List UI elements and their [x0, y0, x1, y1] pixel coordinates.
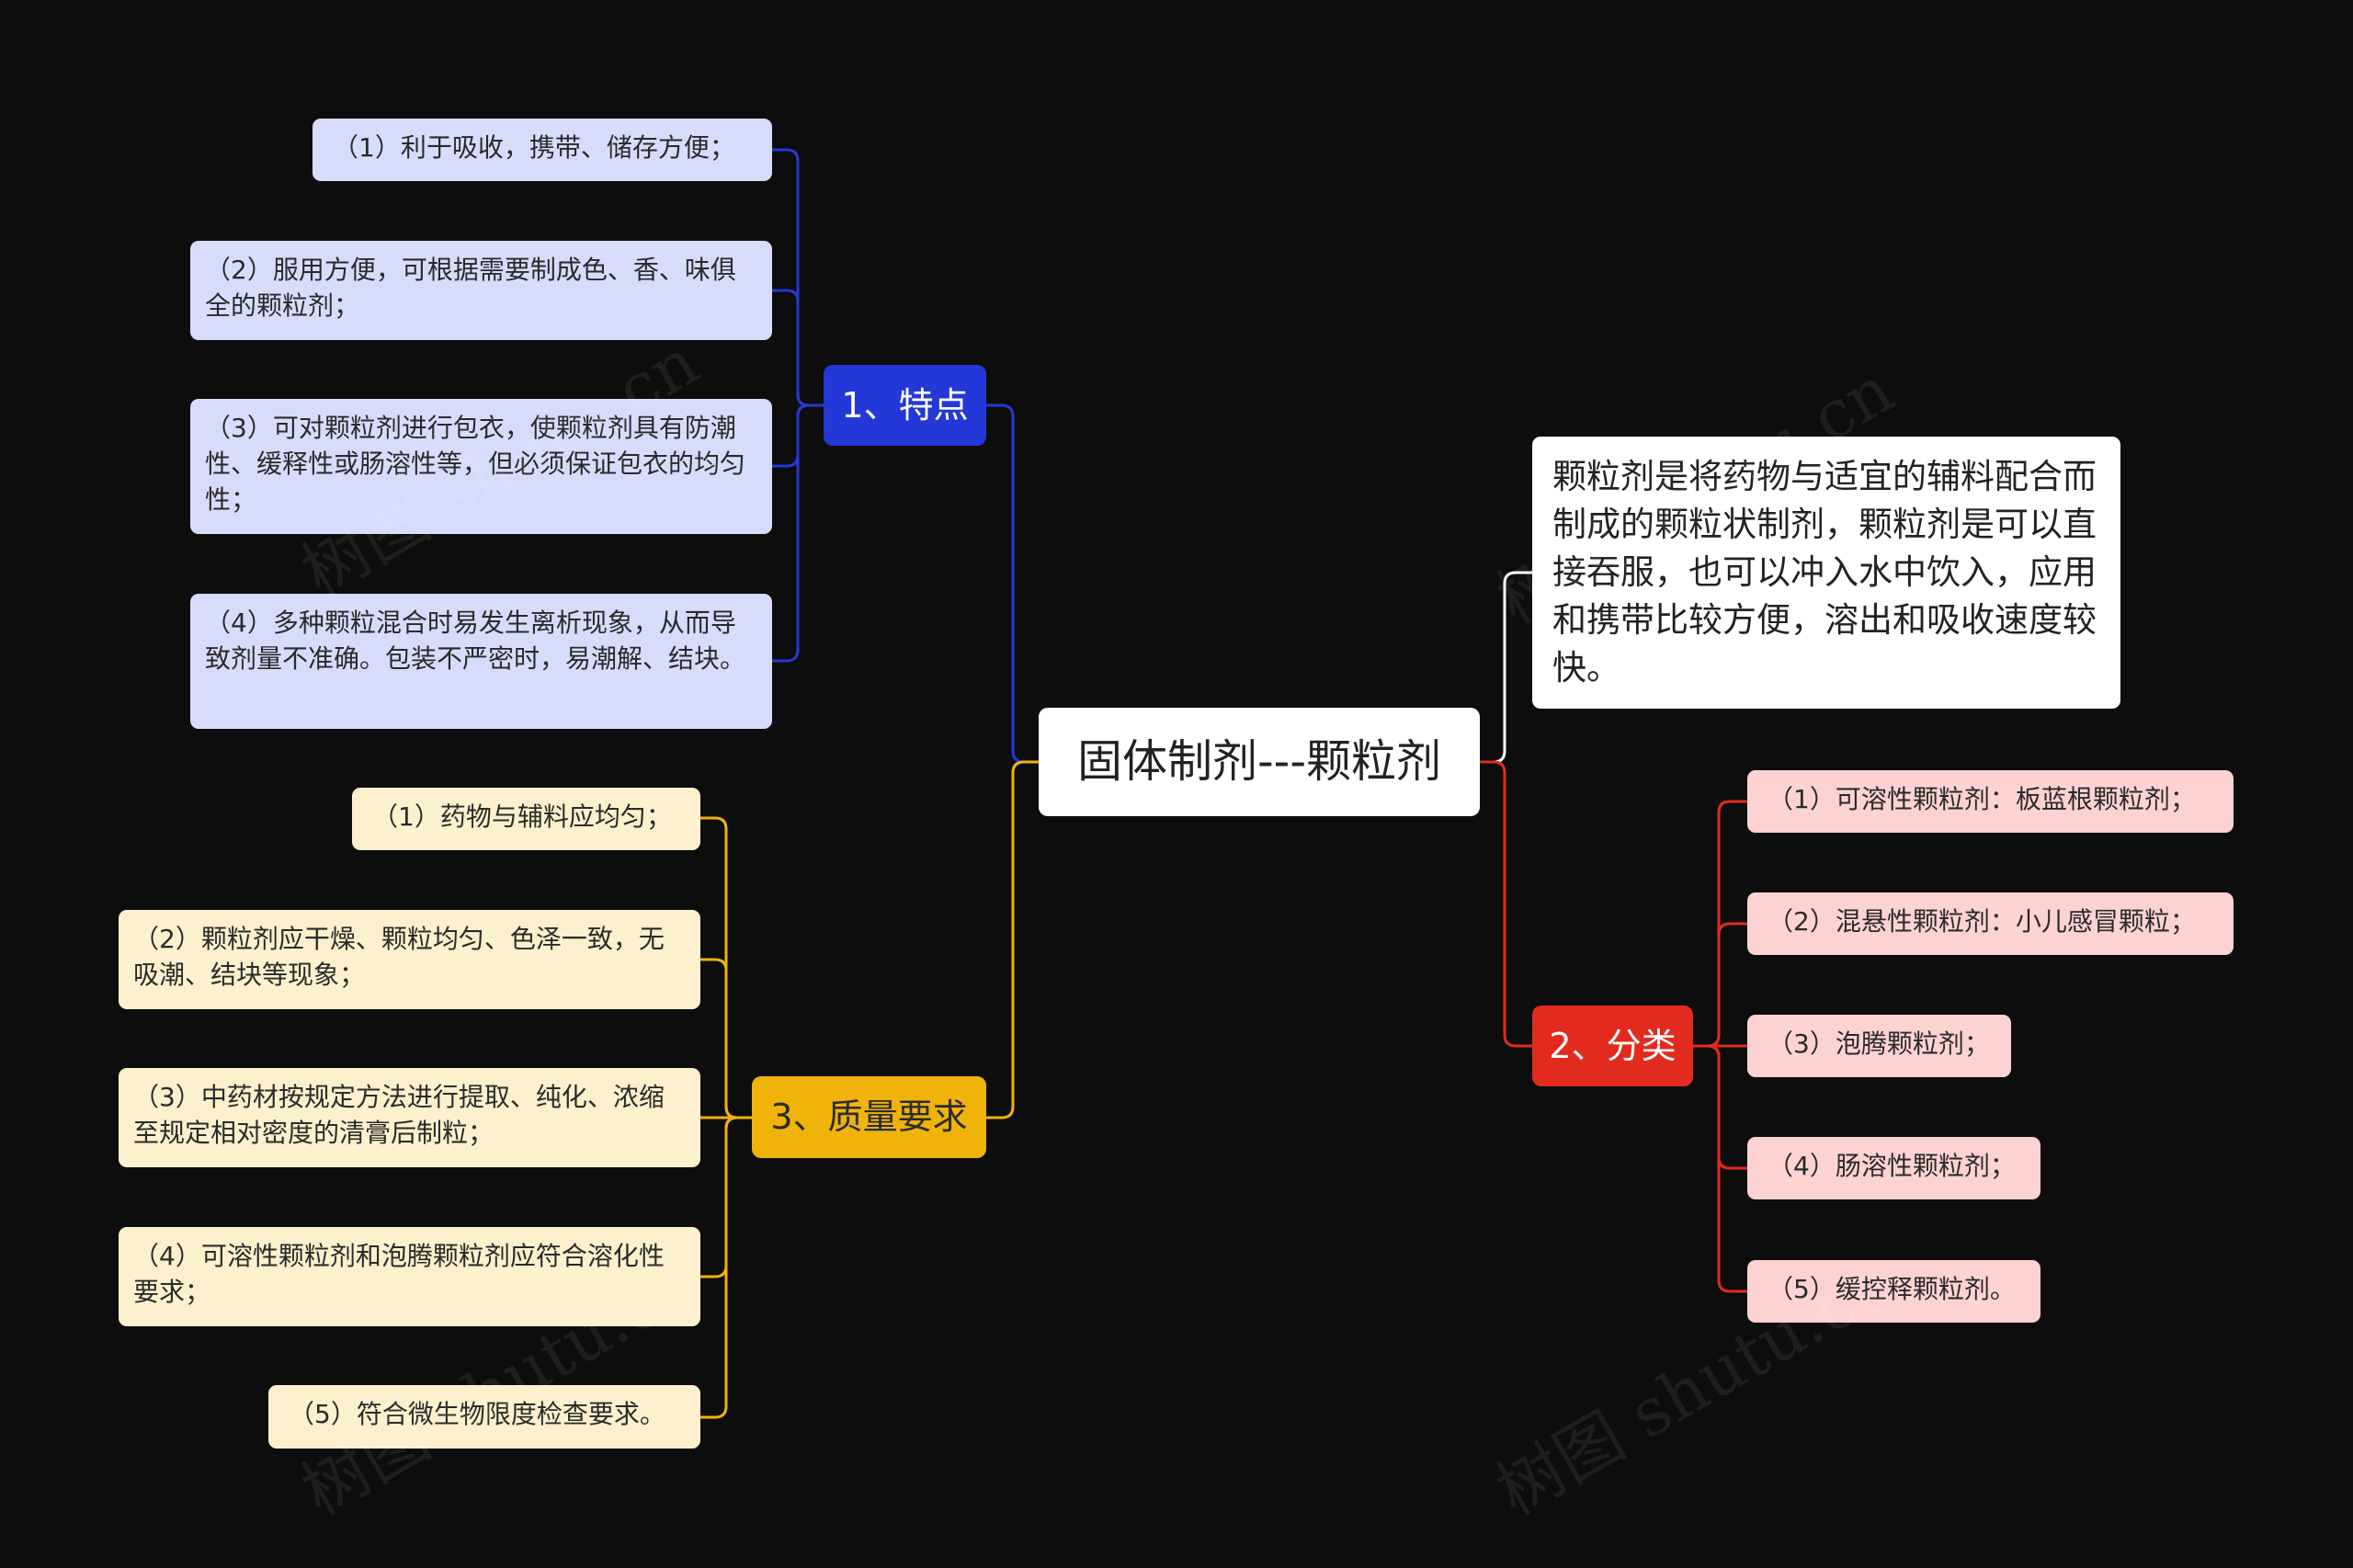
root-node[interactable]: 固体制剂---颗粒剂 — [1039, 708, 1480, 816]
quality-item-2[interactable]: （2）颗粒剂应干燥、颗粒均匀、色泽一致，无吸潮、结块等现象； — [119, 910, 700, 1009]
classification-item-5[interactable]: （5）缓控释颗粒剂。 — [1747, 1260, 2040, 1323]
features-item-3[interactable]: （3）可对颗粒剂进行包衣，使颗粒剂具有防潮性、缓释性或肠溶性等，但必须保证包衣的… — [190, 399, 772, 534]
description-node[interactable]: 颗粒剂是将药物与适宜的辅料配合而制成的颗粒状制剂，颗粒剂是可以直接吞服，也可以冲… — [1532, 437, 2120, 709]
link-root-classification — [1480, 760, 1532, 1048]
branch-features[interactable]: 1、特点 — [824, 365, 986, 446]
classification-item-4[interactable]: （4）肠溶性颗粒剂； — [1747, 1137, 2040, 1199]
link-quality-5 — [700, 1116, 752, 1419]
link-root-features — [986, 403, 1039, 764]
branch-quality[interactable]: 3、质量要求 — [752, 1076, 986, 1158]
branch-classification[interactable]: 2、分类 — [1532, 1006, 1693, 1086]
link-root-description — [1480, 571, 1532, 764]
link-class-5 — [1693, 1044, 1747, 1293]
quality-item-1[interactable]: （1）药物与辅料应均匀； — [352, 788, 700, 850]
quality-item-3[interactable]: （3）中药材按规定方法进行提取、纯化、浓缩至规定相对密度的清膏后制粒； — [119, 1068, 700, 1167]
features-item-2[interactable]: （2）服用方便，可根据需要制成色、香、味俱全的颗粒剂； — [190, 241, 772, 340]
features-item-1[interactable]: （1）利于吸收，携带、储存方便； — [313, 119, 772, 181]
link-quality-2 — [700, 958, 752, 1119]
quality-item-5[interactable]: （5）符合微生物限度检查要求。 — [268, 1385, 700, 1449]
classification-item-3[interactable]: （3）泡腾颗粒剂； — [1747, 1015, 2011, 1077]
link-class-2 — [1693, 922, 1747, 1048]
link-features-4 — [772, 403, 824, 663]
classification-item-1[interactable]: （1）可溶性颗粒剂：板蓝根颗粒剂； — [1747, 770, 2234, 833]
classification-item-2[interactable]: （2）混悬性颗粒剂：小儿感冒颗粒； — [1747, 892, 2234, 955]
features-item-4[interactable]: （4）多种颗粒混合时易发生离析现象，从而导致剂量不准确。包装不严密时，易潮解、结… — [190, 594, 772, 729]
quality-item-4[interactable]: （4）可溶性颗粒剂和泡腾颗粒剂应符合溶化性要求； — [119, 1227, 700, 1326]
link-root-quality — [986, 760, 1039, 1119]
link-features-2 — [772, 289, 824, 407]
